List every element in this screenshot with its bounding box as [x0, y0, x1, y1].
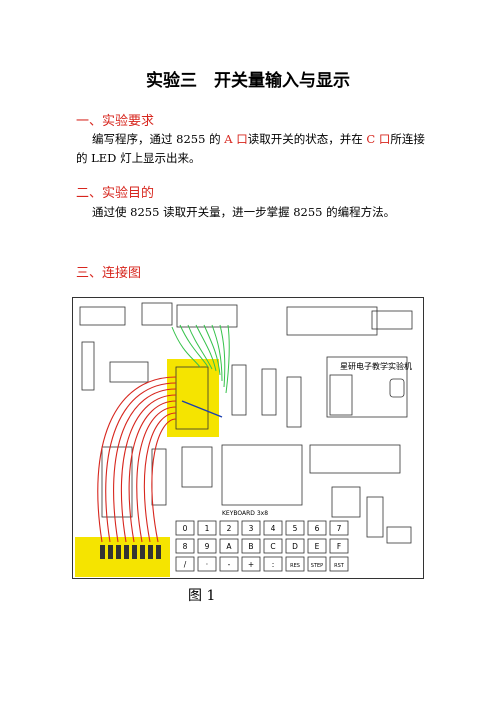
- key-d: D: [292, 542, 298, 551]
- key-colon: :: [272, 560, 275, 569]
- key-6: 6: [315, 524, 320, 533]
- key-7: 7: [337, 524, 342, 533]
- figure-caption: 图 1: [188, 588, 216, 604]
- key-1: 1: [205, 524, 210, 533]
- keyboard-label: KEYBOARD 3x8: [222, 510, 268, 517]
- key-slash: /: [184, 560, 187, 569]
- key-plus: +: [248, 560, 254, 569]
- key-a: A: [226, 542, 232, 551]
- page-title: 实验三 开关量输入与显示: [146, 71, 350, 91]
- key-b: B: [248, 542, 253, 551]
- req-text-1: 编写程序，通过 8255 的: [92, 132, 225, 146]
- key-4: 4: [271, 524, 276, 533]
- key-dot: ·: [206, 560, 208, 569]
- port-a-label: A 口: [224, 132, 248, 146]
- key-8: 8: [183, 542, 188, 551]
- key-res: RES: [290, 563, 300, 569]
- req-text-2: 读取开关的状态，并在: [247, 132, 367, 146]
- key-c: C: [270, 542, 275, 551]
- key-5: 5: [293, 524, 298, 533]
- requirements-paragraph: 编写程序，通过 8255 的 A 口读取开关的状态，并在 C 口所连接的 LED…: [76, 130, 426, 168]
- port-c-label: C 口: [366, 132, 391, 146]
- section-heading-purpose: 二、实验目的: [76, 186, 155, 201]
- connection-diagram: 星研电子教学实验机 KEYBOARD 3x8 0 1 2 3 4 5 6 7 8…: [72, 297, 424, 579]
- req-text-3: 所连接的 LED 灯上显示出来。: [76, 132, 425, 165]
- key-2: 2: [227, 524, 232, 533]
- section-heading-connection: 三、连接图: [76, 266, 142, 281]
- section-heading-requirements: 一、实验要求: [76, 114, 155, 129]
- purpose-paragraph: 通过使 8255 读取开关量，进一步掌握 8255 的编程方法。: [76, 203, 426, 222]
- key-3: 3: [249, 524, 254, 533]
- board-title: 星研电子教学实验机: [340, 361, 412, 371]
- key-e: E: [315, 542, 320, 551]
- key-f: F: [337, 542, 341, 551]
- purpose-text: 通过使 8255 读取开关量，进一步掌握 8255 的编程方法。: [92, 205, 396, 219]
- key-0: 0: [183, 524, 188, 533]
- key-rst: RST: [334, 563, 345, 569]
- key-9: 9: [205, 542, 210, 551]
- key-minus: -: [228, 560, 231, 569]
- key-step: STEP: [311, 563, 323, 569]
